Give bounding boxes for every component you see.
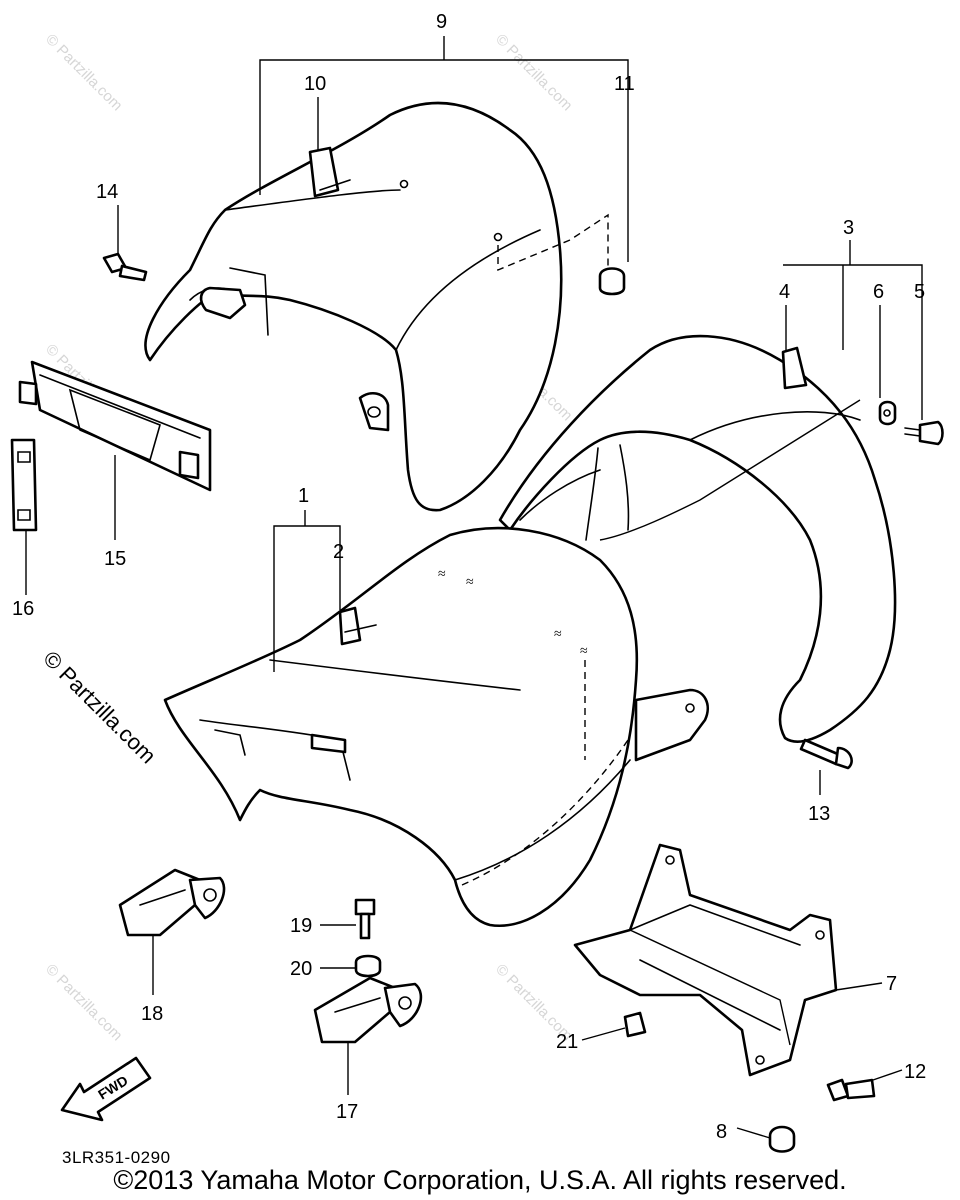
watermark-tile: © Partzilla.com	[42, 31, 125, 114]
callout-9: 9	[436, 11, 447, 33]
callout-11: 11	[614, 73, 635, 95]
callout-4: 4	[779, 281, 790, 303]
callout-19: 19	[290, 915, 312, 937]
callout-7: 7	[886, 973, 897, 995]
callout-1: 1	[298, 485, 309, 507]
seat-1-main: ≈ ≈ ≈ ≈	[163, 526, 710, 928]
watermark-main: © Partzilla.com	[38, 646, 161, 769]
plug-8	[768, 1125, 796, 1153]
clip-21	[623, 1011, 647, 1038]
stud-mark: ≈	[580, 644, 588, 659]
strap-16	[10, 438, 38, 532]
callout-2: 2	[333, 541, 344, 563]
seat-3-front	[498, 334, 944, 744]
bolt-13	[799, 738, 853, 770]
bolt-19	[354, 898, 376, 940]
diagram-code: 3LR351-0290	[62, 1148, 171, 1167]
callout-15: 15	[104, 548, 126, 570]
callout-13: 13	[808, 803, 830, 825]
seat-bracket-7	[573, 843, 838, 1077]
watermark-tile: © Partzilla.com	[492, 31, 575, 114]
bolt-12	[826, 1078, 876, 1102]
callout-12: 12	[904, 1061, 926, 1083]
callout-5: 5	[914, 281, 925, 303]
fwd-arrow: FWD	[60, 1056, 152, 1122]
copyright-notice: ©2013 Yamaha Motor Corporation, U.S.A. A…	[113, 1165, 847, 1195]
callout-6: 6	[873, 281, 884, 303]
callout-20: 20	[290, 958, 312, 980]
callouts: 9 10 11 14 3 4 6 5 1 2 15 16 13 19 20 7 …	[12, 11, 926, 1143]
stud-mark: ≈	[554, 627, 562, 642]
leader-lines	[25, 36, 923, 1139]
callout-21: 21	[556, 1031, 578, 1053]
seat-lock-17	[313, 976, 423, 1044]
stud-mark: ≈	[438, 567, 446, 582]
callout-14: 14	[96, 181, 118, 203]
nut-20	[354, 954, 382, 978]
seat-9-rear	[144, 101, 626, 512]
callout-8: 8	[716, 1121, 727, 1143]
stud-mark: ≈	[466, 575, 474, 590]
seat-lock-18	[118, 868, 226, 937]
bracket-15	[18, 360, 212, 492]
bolt-14	[102, 252, 148, 282]
callout-3: 3	[843, 217, 854, 239]
watermark-tile: © Partzilla.com	[42, 961, 125, 1044]
callout-18: 18	[141, 1003, 163, 1025]
callout-16: 16	[12, 598, 34, 620]
callout-10: 10	[304, 73, 326, 95]
callout-17: 17	[336, 1101, 358, 1123]
